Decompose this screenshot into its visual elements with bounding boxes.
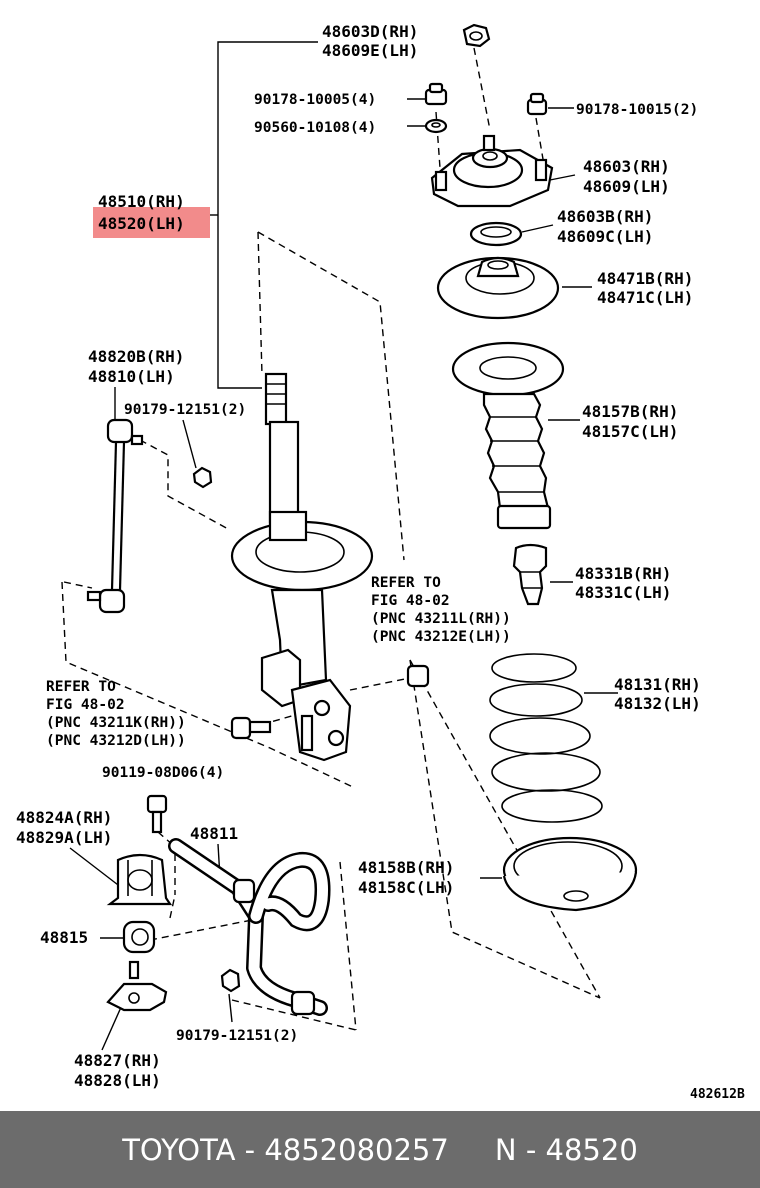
- nut-90178-10005: [424, 82, 448, 106]
- bushing-48815: [122, 920, 156, 954]
- label-48331B: 48331B(RH): [575, 564, 671, 583]
- footer-bar: TOYOTA - 4852080257 N - 48520: [0, 1111, 760, 1188]
- label-48603D: 48603D(RH): [322, 22, 418, 41]
- label-refer-to-1: REFER TO: [371, 575, 441, 591]
- insulator-48471B: [436, 256, 560, 320]
- label-refer-to-2: REFER TO: [46, 679, 116, 695]
- shock-absorber-48520: [230, 372, 374, 762]
- nut-90179-lower: [220, 968, 241, 993]
- part-labels: 48603D(RH) 48609E(LH) 90178-10005(4) 905…: [16, 22, 745, 1102]
- upper-support-48603: [430, 134, 554, 208]
- label-90179-12151-upper: 90179-12151(2): [124, 402, 246, 418]
- label-90178-10015: 90178-10015(2): [576, 102, 698, 118]
- nut-90178-10015: [526, 92, 548, 116]
- label-pnc-43211L: (PNC 43211L(RH)): [371, 611, 511, 627]
- coil-spring-48131: [489, 653, 603, 823]
- label-48810: 48810(LH): [88, 367, 175, 386]
- highlight-48520: [93, 207, 210, 238]
- washer-90560-10108: [424, 118, 448, 134]
- label-48609: 48609(LH): [583, 177, 670, 196]
- label-90179-12151-lower: 90179-12151(2): [176, 1028, 298, 1044]
- stabilizer-link-48820B: [86, 418, 144, 614]
- bolt-90119-08D06: [146, 794, 168, 834]
- label-48471C: 48471C(LH): [597, 288, 693, 307]
- stabilizer-bar-48811: [168, 838, 331, 1016]
- label-48157C: 48157C(LH): [582, 422, 678, 441]
- label-48158C: 48158C(LH): [358, 878, 454, 897]
- bracket-48824A: [106, 853, 173, 906]
- label-48815: 48815: [40, 928, 88, 947]
- bearing-48603B: [469, 221, 523, 247]
- label-fig-48-02-1: FIG 48-02: [371, 593, 450, 609]
- dust-boot-48157B: [451, 341, 565, 530]
- label-48131: 48131(RH): [614, 675, 701, 694]
- dashed-lines: [61, 47, 601, 1031]
- label-48331C: 48331C(LH): [575, 583, 671, 602]
- diagram-ref-number: 482612B: [690, 1087, 745, 1102]
- bolt-shock-lower: [230, 716, 272, 740]
- label-48132: 48132(LH): [614, 694, 701, 713]
- label-90119-08D06: 90119-08D06(4): [102, 765, 224, 781]
- label-48829A: 48829A(LH): [16, 828, 112, 847]
- suspension-exploded-diagram: 48603D(RH) 48609E(LH) 90178-10005(4) 905…: [16, 22, 745, 1102]
- label-48158B: 48158B(RH): [358, 858, 454, 877]
- label-48609C: 48609C(LH): [557, 227, 653, 246]
- leader-lines: [69, 41, 618, 1051]
- label-48828: 48828(LH): [74, 1071, 161, 1090]
- label-90178-10005: 90178-10005(4): [254, 92, 376, 108]
- label-48520: 48520(LH): [98, 214, 185, 233]
- label-pnc-43211K: (PNC 43211K(RH)): [46, 715, 186, 731]
- label-48471B: 48471B(RH): [597, 269, 693, 288]
- label-48820B: 48820B(RH): [88, 347, 184, 366]
- label-48510: 48510(RH): [98, 192, 185, 211]
- nut-48603D: [462, 23, 491, 48]
- nut-90179-upper: [192, 466, 213, 489]
- nut-knuckle: [406, 664, 430, 688]
- label-48609E: 48609E(LH): [322, 41, 418, 60]
- bracket-48827: [106, 960, 168, 1012]
- label-90560-10108: 90560-10108(4): [254, 120, 376, 136]
- stopper-48331B: [512, 543, 548, 606]
- label-48827: 48827(RH): [74, 1051, 161, 1070]
- label-pnc-43212D: (PNC 43212D(LH)): [46, 733, 186, 749]
- label-48811: 48811: [190, 824, 238, 843]
- spring-seat-48158B: [502, 836, 638, 912]
- label-pnc-43212E: (PNC 43212E(LH)): [371, 629, 511, 645]
- label-48603B: 48603B(RH): [557, 207, 653, 226]
- label-48603: 48603(RH): [583, 157, 670, 176]
- label-48824A: 48824A(RH): [16, 808, 112, 827]
- footer-part-number: TOYOTA - 4852080257 N - 48520: [122, 1132, 638, 1167]
- label-fig-48-02-2: FIG 48-02: [46, 697, 125, 713]
- label-48157B: 48157B(RH): [582, 402, 678, 421]
